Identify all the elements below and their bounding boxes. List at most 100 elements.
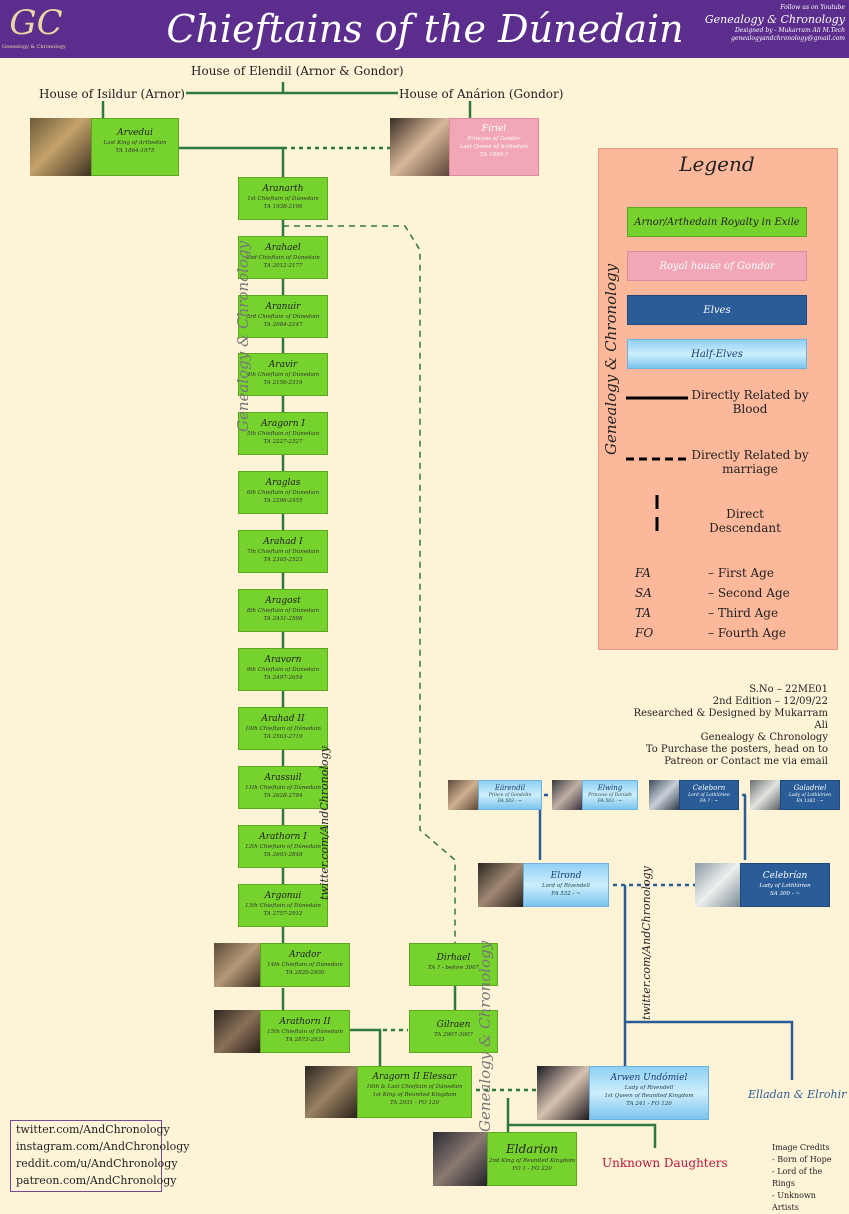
firiel-portrait (390, 118, 449, 176)
node-galadriel[interactable]: Galadriel Lady of Lothlórien FA 1362 - ~ (780, 780, 840, 810)
serial-number: S.No – 22ME01 (749, 684, 828, 695)
node-arassuil[interactable]: Arassuil 11th Chieftain of Dúnedain TA 2… (238, 766, 328, 809)
legend-royalty-swatch: Arnor/Arthedain Royalty in Exile (627, 207, 807, 237)
node-title-2: 1st Queen of Reunited Kingdom (604, 1093, 694, 1099)
node-dates: FA 503 - ~ (597, 799, 623, 804)
node-title: 12th Chieftain of Dúnedain (245, 844, 321, 850)
node-aravorn[interactable]: Aravorn 9th Chieftain of Dúnedain TA 249… (238, 648, 328, 691)
node-aranuir[interactable]: Aranuir 3rd Chieftain of Dúnedain TA 208… (238, 295, 328, 338)
node-name: Aragorn II Elessar (372, 1072, 457, 1082)
node-eldarion[interactable]: Eldarion 2nd King of Reunited Kingdom FO… (487, 1132, 577, 1186)
node-celebrian[interactable]: Celebrían Lady of Lothlórien SA 300 - ~ (740, 863, 830, 907)
credit-item: - Unknown Artists (772, 1191, 816, 1212)
poster-info: S.No – 22ME01 2nd Edition – 12/09/22 Res… (620, 684, 828, 768)
node-dates: TA 2628-2784 (263, 793, 303, 799)
node-earendil[interactable]: Eärendil Prince of Gondolin FA 503 - ~ (478, 780, 542, 810)
node-title: Lady of Lothlórien (788, 793, 832, 798)
node-arwen[interactable]: Arwen Undómiel Lady of Rivendell 1st Que… (589, 1066, 709, 1120)
image-credits: Image Credits - Born of Hope - Lord of t… (772, 1142, 844, 1214)
node-arahael[interactable]: Arahael 2nd Chieftain of Dúnedain TA 201… (238, 236, 328, 279)
house-isildur: House of Isildur (Arnor) (38, 87, 186, 101)
node-elrond[interactable]: Elrond Lord of Rivendell FA 532 - ~ (523, 863, 609, 907)
node-name: Dirhael (436, 953, 471, 963)
node-title: Lord of Lothlórien (688, 793, 730, 798)
social-links: twitter.com/AndChronology instagram.com/… (10, 1120, 190, 1192)
node-name: Fíriel (481, 124, 507, 134)
node-argonui[interactable]: Argonui 13th Chieftain of Dúnedain TA 27… (238, 884, 328, 927)
node-name: Aranarth (262, 184, 304, 194)
legend-abbr-key: FO (635, 626, 654, 640)
node-dates: TA 2873-2933 (285, 1037, 325, 1043)
earendil-portrait (448, 780, 478, 810)
node-arador[interactable]: Arador 14th Chieftain of Dúnedain TA 282… (260, 943, 350, 987)
node-title: 16th & Last Chieftain of Dúnedain (366, 1084, 463, 1090)
node-title: 11th Chieftain of Dúnedain (245, 785, 321, 791)
node-name: Araglas (265, 478, 301, 488)
unknown-daughters-label: Unknown Daughters (602, 1156, 728, 1170)
node-name: Aravorn (264, 655, 302, 665)
node-name: Arassuil (264, 773, 302, 783)
node-title: 4th Chieftain of Dúnedain (246, 372, 320, 378)
node-arahad-ii[interactable]: Arahad II 10th Chieftain of Dúnedain TA … (238, 707, 328, 750)
node-arvedui[interactable]: Arvedui Last King of Arthedain TA 1864-1… (91, 118, 179, 176)
node-title: Last King of Arthedain (103, 140, 167, 146)
legend-abbr-value: – Second Age (708, 586, 790, 600)
watermark-brand: Genealogy & Chronology (602, 263, 620, 455)
logo-icon: GC (9, 3, 63, 43)
node-celeborn[interactable]: Celeborn Lord of Lothlórien FA ? - ~ (679, 780, 739, 810)
node-title: 7th Chieftain of Dúnedain (246, 549, 320, 555)
node-aragorn-ii[interactable]: Aragorn II Elessar 16th & Last Chieftain… (357, 1066, 472, 1118)
node-name: Aragorn I (261, 419, 305, 429)
brand-name: Genealogy & Chronology (700, 732, 828, 743)
legend-title: Legend (679, 152, 755, 176)
edition: 2nd Edition – 12/09/22 (712, 696, 828, 707)
node-title: 9th Chieftain of Dúnedain (246, 667, 320, 673)
node-dates: SA 300 - ~ (770, 891, 800, 897)
node-dirhael[interactable]: Dirhael TA ? - before 3007 (409, 943, 498, 986)
node-dates: TA 2563-2719 (263, 734, 303, 740)
node-title: 6th Chieftain of Dúnedain (246, 490, 320, 496)
node-name: Celebrían (762, 871, 808, 881)
instagram-link[interactable]: instagram.com/AndChronology (16, 1140, 190, 1153)
node-aravir[interactable]: Aravir 4th Chieftain of Dúnedain TA 2156… (238, 353, 328, 396)
elladan-elrohir-label: Elladan & Elrohir (748, 1088, 847, 1101)
node-title: Lady of Lothlórien (759, 883, 811, 889)
node-arahad-i[interactable]: Arahad I 7th Chieftain of Dúnedain TA 23… (238, 530, 328, 573)
node-name: Elwing (597, 784, 623, 792)
legend-abbr-value: – Third Age (708, 606, 779, 620)
node-dates: TA 1938-2106 (263, 204, 303, 210)
house-elendil: House of Elendil (Arnor & Gondor) (190, 64, 405, 78)
node-aranarth[interactable]: Aranarth 1st Chieftain of Dúnedain TA 19… (238, 177, 328, 220)
node-title: 14th Chieftain of Dúnedain (267, 962, 343, 968)
legend-elves-swatch: Elves (627, 295, 807, 325)
node-arathorn-ii[interactable]: Arathorn II 15th Chieftain of Dúnedain T… (260, 1010, 350, 1053)
node-arathorn-i[interactable]: Arathorn I 12th Chieftain of Dúnedain TA… (238, 825, 328, 868)
node-aragost[interactable]: Aragost 8th Chieftain of Dúnedain TA 243… (238, 589, 328, 632)
watermark-brand: Genealogy & Chronology (476, 940, 494, 1132)
node-name: Aravir (268, 360, 298, 370)
purchase-line-1: To Purchase the posters, head on to (645, 744, 828, 755)
node-name: Aragost (265, 596, 301, 606)
reddit-link[interactable]: reddit.com/u/AndChronology (16, 1157, 178, 1170)
node-title: Princess of Doriath (588, 793, 632, 798)
node-title: 13th Chieftain of Dúnedain (245, 903, 321, 909)
node-elwing[interactable]: Elwing Princess of Doriath FA 503 - ~ (582, 780, 638, 810)
node-title-2: 1st King of Reunited Kingdom (372, 1092, 457, 1098)
node-araglas[interactable]: Araglas 6th Chieftain of Dúnedain TA 229… (238, 471, 328, 514)
patreon-link[interactable]: patreon.com/AndChronology (16, 1174, 177, 1187)
node-name: Eldarion (506, 1142, 558, 1156)
node-dates: FA ? - ~ (700, 799, 718, 804)
node-name: Elrond (550, 871, 582, 881)
node-name: Arahael (265, 243, 301, 253)
node-aragorn-i[interactable]: Aragorn I 5th Chieftain of Dúnedain TA 2… (238, 412, 328, 455)
watermark-twitter: twitter.com/AndChronology (318, 746, 331, 900)
purchase-line-2: Patreon or Contact me via email (664, 756, 828, 767)
node-name: Arathorn I (259, 832, 307, 842)
node-title: 5th Chieftain of Dúnedain (246, 431, 320, 437)
twitter-link[interactable]: twitter.com/AndChronology (16, 1123, 170, 1136)
email-text: genealogyandchronology@gmail.com (731, 35, 845, 42)
node-title: Lady of Rivendell (624, 1085, 674, 1091)
node-firiel[interactable]: Fíriel Princess of Gondor Last Queen of … (449, 118, 539, 176)
legend-abbr-key: SA (635, 586, 652, 600)
node-gilraen[interactable]: Gilraen TA 2907-3007 (409, 1010, 498, 1053)
